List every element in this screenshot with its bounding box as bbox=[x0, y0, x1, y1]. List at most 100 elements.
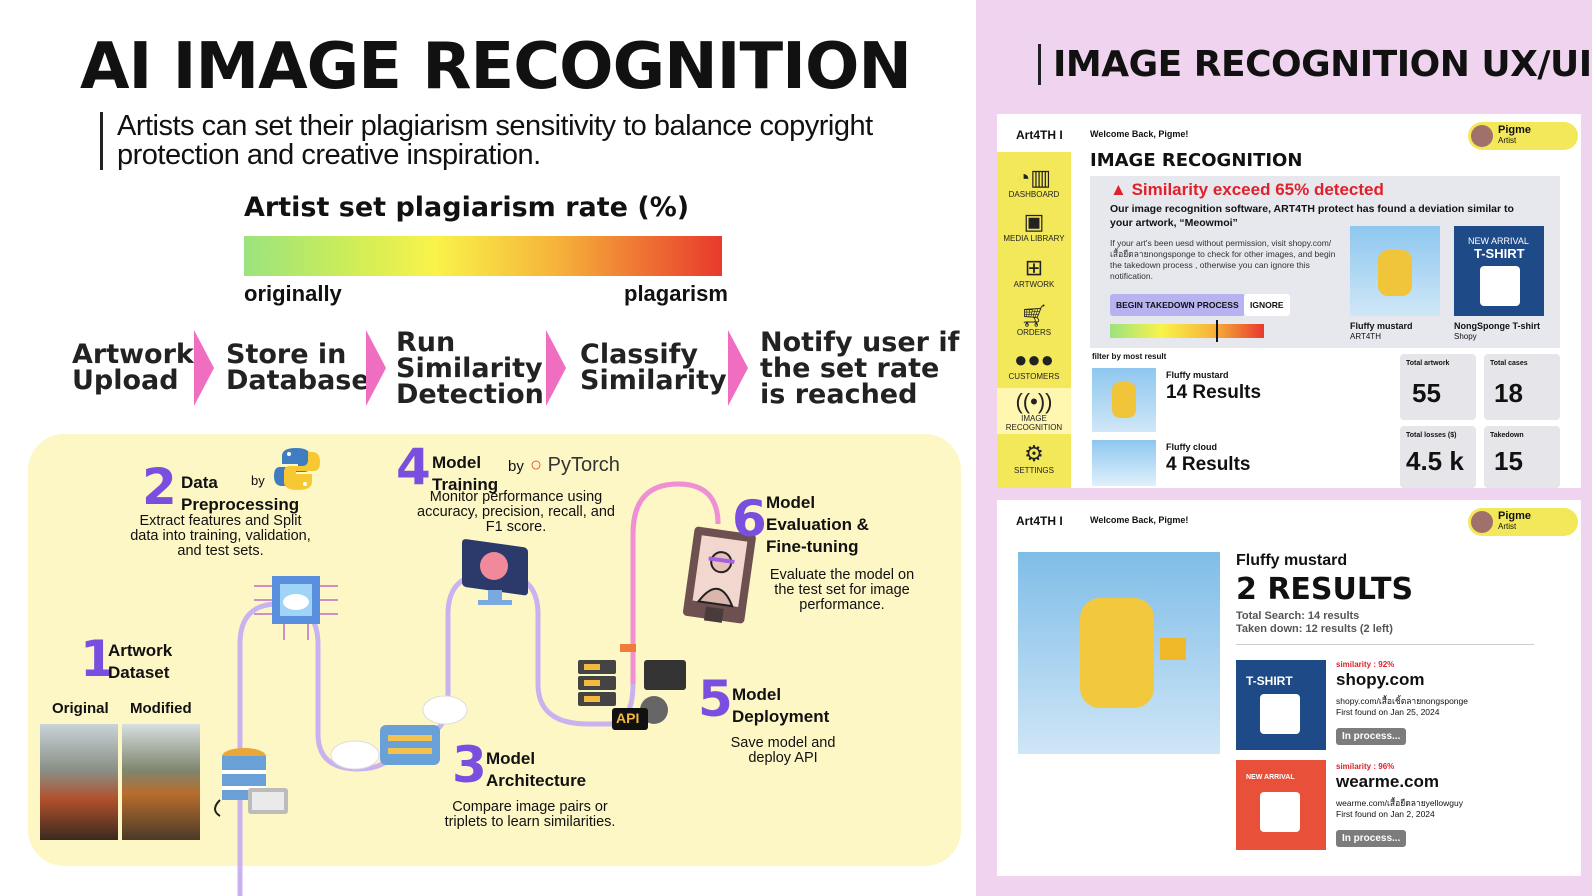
step-3-label: Model Architecture bbox=[486, 749, 587, 790]
alert-title-text: Similarity exceed 65% detected bbox=[1131, 180, 1384, 199]
match-status-button[interactable]: In process... bbox=[1336, 728, 1407, 745]
match-site[interactable]: shopy.com bbox=[1336, 670, 1425, 689]
step-4-label: Model Training bbox=[432, 453, 499, 494]
match-found-date: First found on Jan 25, 2024 bbox=[1336, 707, 1440, 717]
flag-icon bbox=[1160, 638, 1186, 660]
cart-icon: 🛒︎ bbox=[1020, 303, 1048, 328]
step-3-number: 3 bbox=[452, 736, 487, 794]
tshirt-icon bbox=[1260, 792, 1300, 832]
img2-name: NongSponge T-shirt bbox=[1454, 321, 1540, 331]
api-label: API bbox=[616, 710, 640, 726]
sidebar-item-label: ARTWORK bbox=[1013, 280, 1055, 289]
total-search: Total Search: 14 results bbox=[1236, 610, 1360, 622]
match-tag: T-SHIRT bbox=[1246, 674, 1293, 688]
step-1-number: 1 bbox=[80, 630, 115, 688]
stat-value: 55 bbox=[1412, 378, 1441, 408]
artwork-main-image bbox=[1018, 552, 1220, 754]
step-2-label: Data Preprocessing bbox=[181, 473, 300, 514]
step-2-number: 2 bbox=[142, 458, 177, 516]
img1-owner: ART4TH bbox=[1350, 332, 1381, 341]
warning-icon: ▲ bbox=[1110, 180, 1127, 199]
stat-value: 15 bbox=[1494, 446, 1523, 476]
sidebar-item-orders[interactable]: 🛒︎ORDERS bbox=[997, 303, 1071, 338]
img2-owner: Shopy bbox=[1454, 332, 1477, 341]
alert-body: If your art's been uesd without permissi… bbox=[1110, 238, 1336, 281]
divider bbox=[1236, 644, 1534, 645]
step-2-by: by bbox=[251, 473, 265, 488]
filter-label: filter by most result bbox=[1092, 352, 1167, 361]
sidebar-item-dashboard[interactable]: ◔▥DASHBOARD bbox=[997, 166, 1071, 200]
alert-lead: Our image recognition software, ART4TH p… bbox=[1110, 203, 1514, 229]
flow-step-detect: Run Similarity Detection bbox=[396, 327, 544, 410]
user-profile-pill[interactable]: Pigme Artist bbox=[1468, 508, 1578, 536]
begin-takedown-button[interactable]: BEGIN TAKEDOWN PROCESS bbox=[1110, 294, 1245, 316]
original-artwork-image bbox=[40, 724, 118, 840]
sidebar-item-label: CUSTOMERS bbox=[1008, 372, 1060, 381]
sidebar-item-settings[interactable]: ⚙SETTINGS bbox=[997, 442, 1071, 476]
section-heading: IMAGE RECOGNITION bbox=[1090, 150, 1303, 171]
similarity-rate-bar bbox=[1110, 324, 1264, 338]
tshirt-icon bbox=[1260, 694, 1300, 734]
result-name: Fluffy mustard bbox=[1166, 370, 1229, 380]
flow-step-notify: Notify user if the set rate is reached bbox=[760, 327, 960, 410]
welcome-text: Welcome Back, Pigme! bbox=[1090, 129, 1189, 139]
match-status-button[interactable]: In process... bbox=[1336, 830, 1407, 847]
result-thumb-cloud[interactable] bbox=[1092, 440, 1156, 486]
step-4-by: by bbox=[508, 458, 524, 475]
match-similarity: similarity : 96% bbox=[1336, 762, 1395, 771]
match-similarity: similarity : 92% bbox=[1336, 660, 1395, 669]
stat-label: Takedown bbox=[1490, 432, 1524, 439]
flow-arrow-icon bbox=[546, 330, 566, 406]
match-url[interactable]: shopy.com/เสื้อเชิ้ตลายnongsponge bbox=[1336, 696, 1468, 706]
modified-artwork-image bbox=[122, 724, 200, 840]
match-tag: NEW ARRIVAL bbox=[1246, 774, 1295, 781]
avatar bbox=[1471, 511, 1493, 533]
welcome-text: Welcome Back, Pigme! bbox=[1090, 515, 1189, 525]
img1-name: Fluffy mustard bbox=[1350, 321, 1413, 331]
cloud-chip-icon bbox=[254, 566, 338, 640]
step-3-description: Compare image pairs or triplets to learn… bbox=[444, 799, 616, 830]
brand-logo: Art4TH I bbox=[1016, 128, 1063, 142]
sidebar-item-media-library[interactable]: ▣MEDIA LIBRARY bbox=[997, 210, 1071, 244]
sidebar-item-image-recognition[interactable]: ((•))IMAGE RECOGNITION bbox=[997, 388, 1071, 434]
sidebar-item-label: SETTINGS bbox=[1013, 466, 1054, 475]
pytorch-brand-label: PyTorch bbox=[547, 454, 620, 476]
step-5-label: Model Deployment bbox=[732, 685, 830, 726]
user-name: Pigme bbox=[1498, 124, 1532, 136]
match-site[interactable]: wearme.com bbox=[1336, 772, 1439, 791]
rate-low-label: originally bbox=[244, 281, 342, 306]
database-icon bbox=[210, 740, 290, 820]
tshirt-icon bbox=[1480, 266, 1520, 306]
artwork-name: Fluffy mustard bbox=[1236, 552, 1348, 569]
flow-arrow-icon bbox=[194, 330, 214, 406]
flow-arrow-icon bbox=[728, 330, 748, 406]
stat-label: Total artwork bbox=[1406, 360, 1450, 367]
similarity-rate-marker[interactable] bbox=[1216, 320, 1218, 342]
results-count: 2 RESULTS bbox=[1236, 572, 1414, 607]
ignore-button[interactable]: IGNORE bbox=[1244, 294, 1290, 316]
broadcast-icon: ((•)) bbox=[1015, 389, 1053, 414]
plagiarism-rate-gradient bbox=[244, 236, 722, 276]
match-thumb-wearme[interactable]: NEW ARRIVAL bbox=[1236, 760, 1326, 850]
user-profile-pill[interactable]: Pigme Artist bbox=[1468, 122, 1578, 150]
stat-value: 4.5 k bbox=[1406, 446, 1464, 476]
taken-down: Taken down: 12 results (2 left) bbox=[1236, 623, 1393, 635]
step-2-description: Extract features and Split data into tra… bbox=[130, 513, 311, 559]
match-url[interactable]: wearme.com/เสื้อยืดลายyellowguy bbox=[1336, 798, 1463, 808]
mustard-figure bbox=[1378, 250, 1412, 296]
mustard-figure bbox=[1080, 598, 1154, 708]
stat-label: Total cases bbox=[1490, 360, 1528, 367]
new-arrival-label: NEW ARRIVAL bbox=[1468, 236, 1529, 246]
users-icon: ●●● bbox=[1014, 347, 1054, 372]
result-thumb-mustard[interactable] bbox=[1092, 368, 1156, 432]
mustard-figure bbox=[1112, 382, 1136, 418]
sidebar-item-customers[interactable]: ●●●CUSTOMERS bbox=[997, 347, 1071, 382]
step-5-description: Save model and deploy API bbox=[730, 735, 836, 766]
framed-portrait-icon bbox=[682, 524, 756, 632]
result-count: 4 Results bbox=[1166, 454, 1251, 475]
stat-total-cases: Total cases 18 bbox=[1484, 354, 1560, 420]
sidebar-item-artwork[interactable]: ⊞ARTWORK bbox=[997, 256, 1071, 290]
tshirt-title: T-SHIRT bbox=[1474, 246, 1525, 261]
modified-label: Modified bbox=[130, 700, 192, 717]
match-thumb-shopy[interactable]: T-SHIRT bbox=[1236, 660, 1326, 750]
